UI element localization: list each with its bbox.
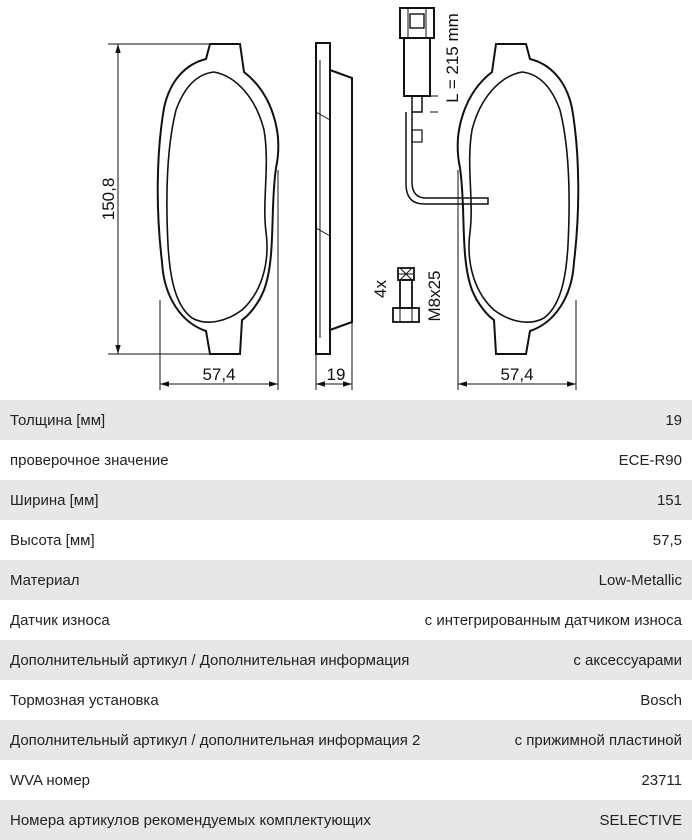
- spec-row: Датчик износа с интегрированным датчиком …: [0, 600, 692, 640]
- spec-row: Ширина [мм] 151: [0, 480, 692, 520]
- spec-row: Дополнительный артикул / Дополнительная …: [0, 640, 692, 680]
- height-dim-label: 150,8: [99, 178, 118, 221]
- spec-row: WVA номер 23711: [0, 760, 692, 800]
- spec-label: Дополнительный артикул / дополнительная …: [10, 731, 421, 749]
- bolt-count-label: 4x: [371, 280, 390, 298]
- spec-row: Высота [мм] 57,5: [0, 520, 692, 560]
- bolt-icon: [392, 267, 420, 323]
- spec-label: WVA номер: [10, 771, 91, 789]
- spec-row: Материал Low-Metallic: [0, 560, 692, 600]
- specs-table: Толщина [мм] 19 проверочное значение ECE-R…: [0, 400, 692, 840]
- spec-value: 151: [656, 491, 682, 509]
- brake-pad-side-view: [315, 42, 353, 355]
- spec-value: 23711: [641, 771, 682, 789]
- spec-label: проверочное значение: [10, 451, 169, 469]
- spec-value: 57,5: [652, 531, 682, 549]
- spec-row: проверочное значение ECE-R90: [0, 440, 692, 480]
- spec-value: с прижимной пластиной: [514, 731, 682, 749]
- thickness-dim-label: 19: [327, 365, 346, 384]
- width-dim-right-label: 57,4: [500, 365, 533, 384]
- height-dimension: [108, 43, 214, 355]
- spec-label: Ширина [мм]: [10, 491, 99, 509]
- spec-label: Высота [мм]: [10, 531, 95, 549]
- spec-label: Номера артикулов рекомендуемых комплекту…: [10, 811, 371, 829]
- thickness-dimension: [315, 322, 353, 390]
- spec-label: Дополнительный артикул / Дополнительная …: [10, 651, 410, 669]
- wear-sensor: [399, 7, 489, 205]
- spec-label: Датчик износа: [10, 611, 110, 629]
- width-dimension-left: [159, 170, 279, 390]
- bolt-size-label: M8x25: [425, 270, 444, 321]
- spec-row: Номера артикулов рекомендуемых комплекту…: [0, 800, 692, 840]
- technical-drawing: 150,8 57,4 19 L = 215 mm: [0, 0, 692, 400]
- brake-pad-left: [156, 43, 280, 355]
- spec-row: Толщина [мм] 19: [0, 400, 692, 440]
- width-dim-left-label: 57,4: [202, 365, 235, 384]
- spec-row: Тормозная установка Bosch: [0, 680, 692, 720]
- spec-value: с интегрированным датчиком износа: [424, 611, 682, 629]
- spec-value: Low-Metallic: [598, 571, 682, 589]
- spec-value: ECE-R90: [618, 451, 682, 469]
- spec-label: Материал: [10, 571, 80, 589]
- cable-length-dimension: [430, 95, 438, 113]
- spec-label: Тормозная установка: [10, 691, 159, 709]
- cable-length-label: L = 215 mm: [443, 13, 462, 103]
- brake-pad-right: [456, 43, 580, 355]
- spec-value: 19: [665, 411, 682, 429]
- width-dimension-right: [457, 170, 577, 390]
- spec-value: с аксессуарами: [573, 651, 682, 669]
- spec-value: Bosch: [640, 691, 682, 709]
- spec-row: Дополнительный артикул / дополнительная …: [0, 720, 692, 760]
- spec-value: SELECTIVE: [599, 811, 682, 829]
- spec-label: Толщина [мм]: [10, 411, 106, 429]
